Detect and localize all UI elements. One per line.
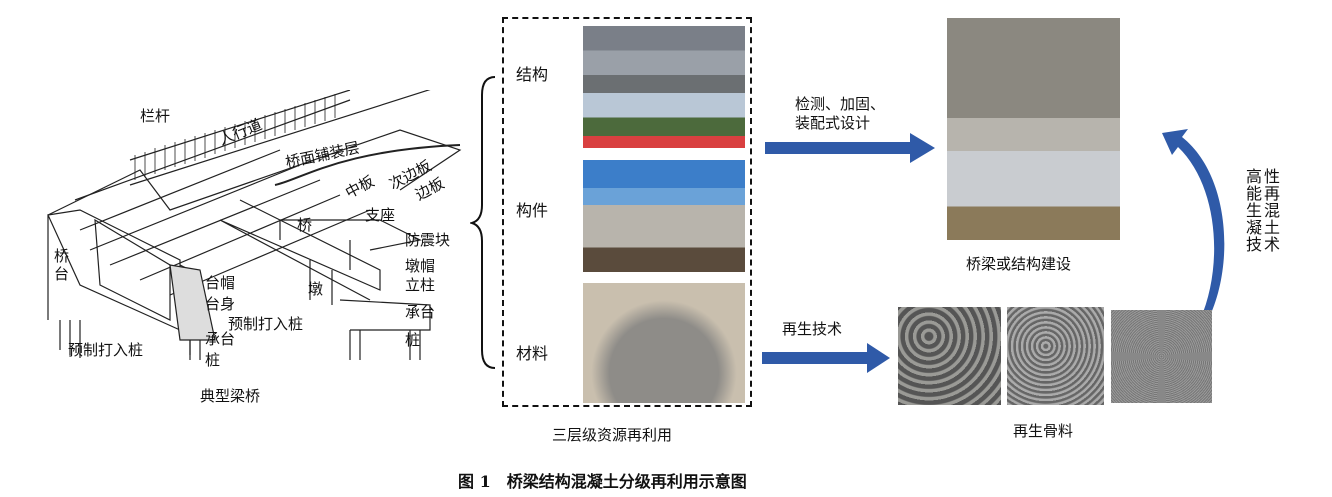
label-bearing: 支座	[365, 206, 396, 224]
label-abutment: 桥台	[54, 247, 70, 283]
label-abutment-body: 台身	[205, 295, 236, 313]
arrow-bottom	[762, 343, 890, 373]
label-pile-cap-left: 承台	[205, 330, 236, 348]
label-railing: 栏杆	[140, 107, 171, 125]
photo-bridge-construction	[947, 18, 1120, 240]
label-abutment-cap: 台帽	[205, 274, 236, 292]
curve-char: 技	[1245, 235, 1262, 254]
brace	[470, 76, 496, 369]
photo-aggregate-coarse	[898, 307, 1001, 405]
label-column: 立柱	[405, 276, 436, 294]
curve-char: 性	[1263, 167, 1280, 186]
curve-char: 再	[1263, 184, 1280, 203]
label-precast-pile-left: 预制打入桩	[68, 341, 144, 359]
arrow-curve-label: 高性 能再 生混 凝土 技术	[1245, 168, 1281, 253]
label-pier: 墩	[308, 280, 324, 298]
photo-aggregate-fine	[1111, 310, 1212, 403]
construction-caption: 桥梁或结构建设	[966, 255, 1072, 273]
label-precast-pile-mid: 预制打入桩	[228, 315, 304, 333]
label-pier-cap: 墩帽	[405, 257, 436, 275]
curve-char: 能	[1245, 184, 1262, 203]
photo-rubble-material	[583, 283, 745, 403]
curve-char: 凝	[1245, 218, 1262, 237]
arrow-curve	[1162, 129, 1225, 320]
photo-aggregate-medium	[1007, 307, 1104, 405]
curve-char: 高	[1245, 167, 1262, 186]
resource-box	[502, 17, 752, 407]
label-pile-left: 桩	[205, 351, 221, 369]
figure-caption: 图 1 桥梁结构混凝土分级再利用示意图	[458, 472, 747, 491]
curve-char: 土	[1263, 218, 1280, 237]
label-pile-cap-right: 承台	[405, 303, 436, 321]
arrow-top	[765, 133, 935, 163]
photo-bridge-component	[583, 160, 745, 272]
arrow-top-label: 检测、加固、 装配式设计	[795, 95, 886, 132]
level-material: 材料	[516, 344, 549, 363]
arrow-bottom-label: 再生技术	[782, 320, 843, 338]
curve-char: 术	[1263, 235, 1280, 254]
label-bridge: 桥	[297, 216, 313, 234]
resource-caption: 三层级资源再利用	[552, 426, 673, 444]
beam-bridge-drawing	[47, 90, 462, 360]
label-pile-right: 桩	[405, 331, 421, 349]
aggregate-caption: 再生骨料	[1013, 422, 1074, 440]
curve-char: 混	[1263, 201, 1280, 220]
bridge-caption: 典型梁桥	[200, 387, 261, 405]
label-seismic-block: 防震块	[405, 231, 451, 249]
photo-bridge-structure	[583, 26, 745, 148]
curve-char: 生	[1245, 201, 1262, 220]
level-structure: 结构	[516, 65, 549, 84]
level-component: 构件	[516, 201, 549, 220]
